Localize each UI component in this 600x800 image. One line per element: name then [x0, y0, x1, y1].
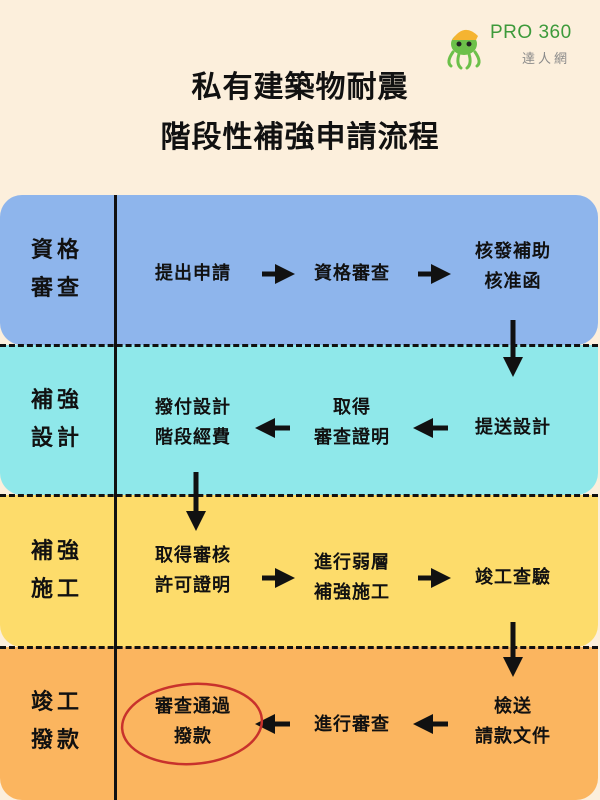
node-approval-letter: 核發補助 核准函	[475, 241, 551, 292]
stage-label-design: 補強 設計	[30, 388, 83, 451]
node-obtain-review-cert: 取得 審查證明	[314, 397, 390, 448]
node-submit-claim-docs: 檢送 請款文件	[475, 696, 551, 747]
stage-band-qualification	[0, 195, 598, 345]
node-completion-inspection: 竣工查驗	[475, 567, 551, 588]
node-approved-payment: 審查通過 撥款	[155, 696, 231, 747]
octopus-logo-icon	[447, 29, 481, 70]
node-obtain-permit: 取得審核 許可證明	[155, 545, 231, 596]
divider-3	[0, 646, 598, 649]
stage-column-divider	[114, 195, 117, 800]
stage-band-design	[0, 345, 598, 495]
divider-1	[0, 344, 598, 347]
divider-2	[0, 494, 598, 497]
highlight-circle	[120, 682, 264, 766]
node-design-funding: 撥付設計 階段經費	[155, 397, 231, 448]
node-qualification-review: 資格審查	[314, 263, 390, 284]
node-reinforcement-work: 進行弱層 補強施工	[314, 552, 390, 603]
title-line-1: 私有建築物耐震	[191, 70, 409, 105]
title-line-2: 階段性補強申請流程	[160, 120, 440, 155]
stage-band-construction	[0, 495, 598, 647]
stage-label-completion: 竣工 撥款	[30, 690, 83, 753]
stage-label-construction: 補強 施工	[30, 539, 83, 602]
node-conduct-review: 進行審查	[314, 714, 390, 735]
logo-subtitle: 達人網	[522, 52, 571, 67]
node-submit-design: 提送設計	[475, 417, 551, 438]
stage-band-completion	[0, 647, 598, 800]
stage-label-qualification: 資格 審查	[30, 238, 83, 301]
node-submit-application: 提出申請	[155, 263, 231, 284]
logo-brand: PRO 360	[490, 22, 572, 43]
